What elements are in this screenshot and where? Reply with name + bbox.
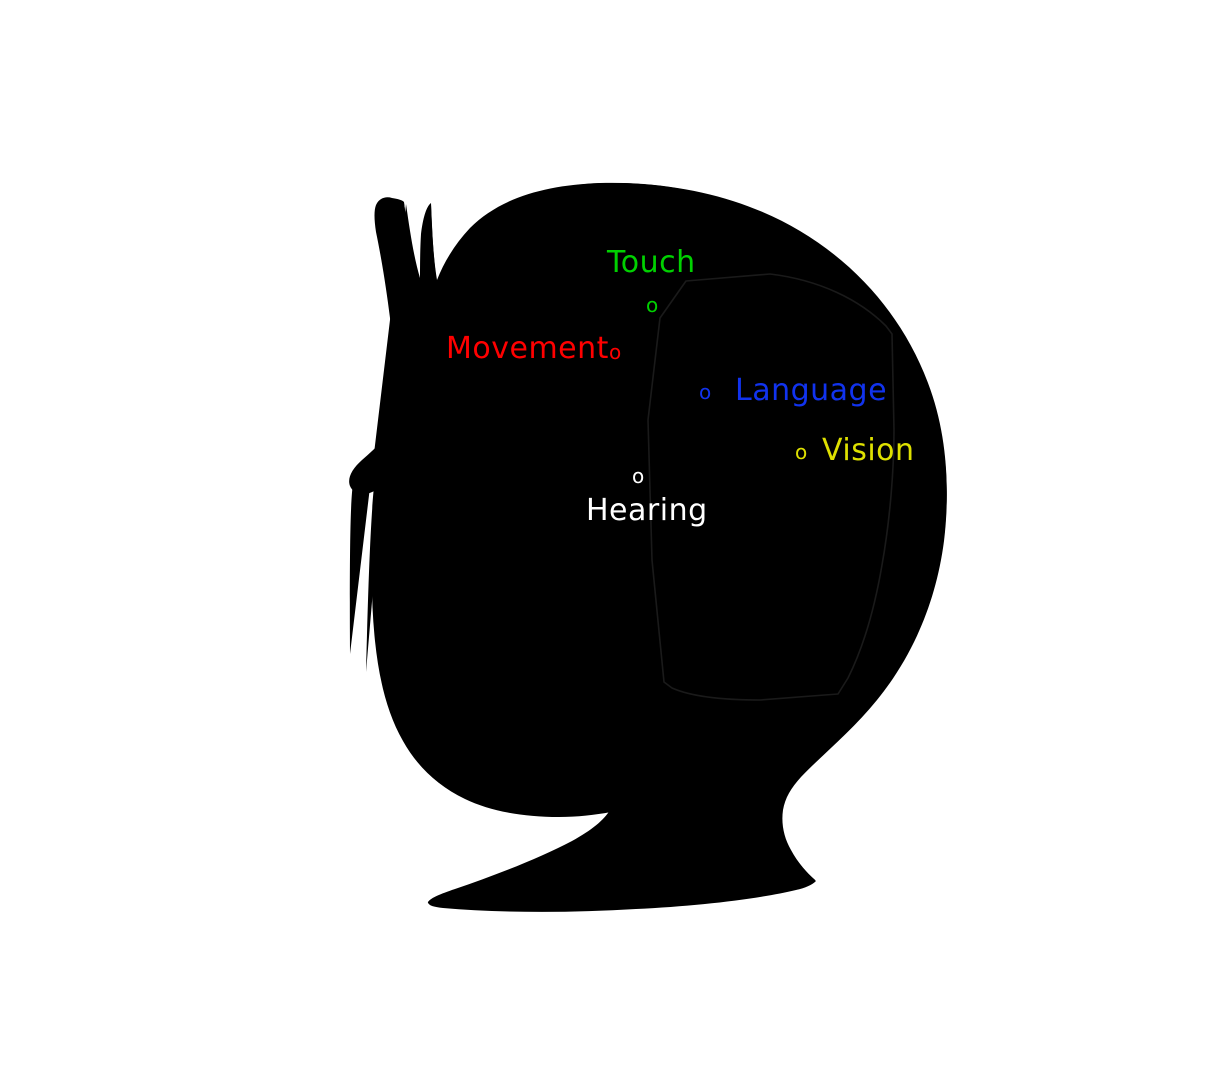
head-body-path [349,182,947,912]
brain-region-outline [647,273,895,701]
marker-vision[interactable]: o [795,440,808,464]
marker-language[interactable]: o [699,380,712,404]
marker-touch[interactable]: o [646,293,659,317]
marker-hearing[interactable]: o [632,464,645,488]
label-vision[interactable]: Vision [822,433,915,468]
marker-movement[interactable]: o [609,340,622,364]
label-hearing[interactable]: Hearing [586,493,708,528]
head-outline-group [349,182,947,912]
label-language[interactable]: Language [735,373,888,408]
label-movement[interactable]: Movement [446,331,609,366]
label-touch[interactable]: Touch [607,245,696,280]
